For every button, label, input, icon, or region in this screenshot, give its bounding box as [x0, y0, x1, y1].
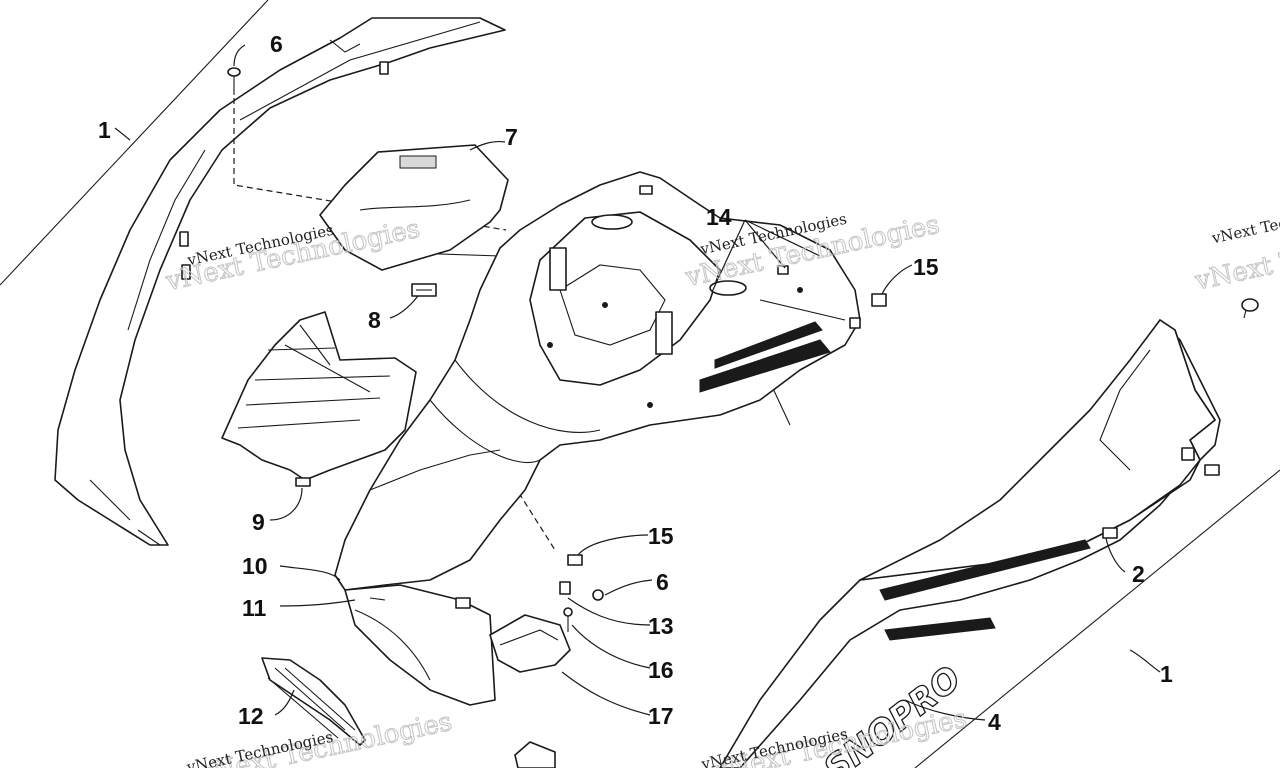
frame-line-left: [0, 0, 269, 286]
part-13-nut: [559, 581, 571, 595]
callout-9: 9: [252, 509, 265, 535]
callout-11: 11: [242, 595, 267, 621]
callout-16: 16: [648, 657, 674, 683]
callout-13: 13: [648, 613, 674, 639]
part-2-right-side-panel: SNOPRO: [719, 319, 1221, 768]
part-6-fastener-mid: [592, 589, 604, 601]
callout-10: 10: [242, 553, 268, 579]
callout-8: 8: [368, 307, 381, 333]
callout-6-mid: 6: [656, 569, 669, 595]
leader-lines: [114, 44, 1161, 721]
callout-1-left: 1: [98, 117, 111, 143]
part-far-right-fastener: [1241, 298, 1259, 319]
parts-13-to-17-bracket-group: [489, 554, 604, 673]
part-15-clip-mid: [567, 554, 583, 566]
callout-6-top: 6: [270, 31, 283, 57]
callout-14: 14: [706, 204, 732, 230]
callout-12: 12: [238, 703, 264, 729]
callout-numbers: 1 6 7 8 9 10 11 12 14 15 15 6 13 16 17 2…: [98, 31, 1173, 735]
central-hood-assembly: [334, 171, 861, 706]
callout-15-top: 15: [913, 254, 939, 280]
partial-bottom-part: [514, 741, 556, 768]
watermark-3: vNext Technologies vNext Technologies: [1191, 199, 1280, 298]
part-6-top-fastener: [227, 67, 241, 95]
part-8-clip: [411, 283, 437, 297]
part-17-bracket: [489, 614, 571, 673]
callout-7: 7: [505, 124, 518, 150]
callout-2: 2: [1132, 561, 1145, 587]
callout-4: 4: [988, 709, 1001, 735]
callout-1-right: 1: [1160, 661, 1173, 687]
part-1-left-side-panel: [54, 17, 506, 546]
frame-line-right: [914, 469, 1280, 768]
part-7-cover-plate: [319, 144, 509, 271]
part-9-vent: [221, 311, 417, 487]
callout-17: 17: [648, 703, 674, 729]
callout-15-mid: 15: [648, 523, 674, 549]
part-14-and-15-hardware: [849, 293, 887, 329]
svg-text:vNext Technologies: vNext Technologies: [1209, 199, 1280, 248]
part-12-grille: [261, 657, 366, 746]
